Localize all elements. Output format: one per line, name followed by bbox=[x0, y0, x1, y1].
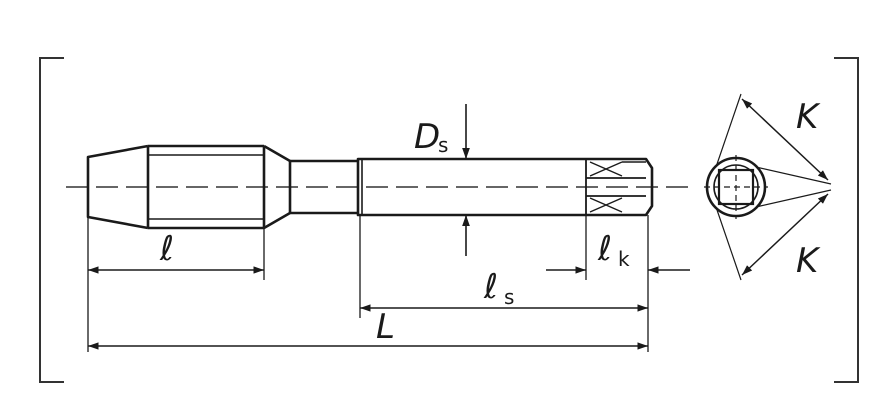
label-ds-subscript: s bbox=[438, 133, 448, 157]
k-extension-lower-right bbox=[755, 189, 832, 208]
square-drive-hatch bbox=[589, 161, 646, 213]
label-l: ℓ bbox=[159, 229, 174, 269]
neck-taper bbox=[263, 144, 291, 230]
k-extension-lower-left bbox=[715, 206, 742, 281]
tap-body bbox=[86, 144, 654, 230]
label-lk: ℓ bbox=[597, 229, 612, 269]
thread-root-lines bbox=[148, 154, 264, 220]
dim-k-bottom bbox=[741, 193, 829, 276]
thread-section bbox=[146, 144, 266, 230]
shank-section bbox=[356, 157, 654, 217]
label-ls-subscript: s bbox=[504, 285, 514, 309]
label-ds: D bbox=[414, 117, 440, 157]
label-L: L bbox=[376, 307, 395, 347]
neck-section bbox=[288, 159, 358, 215]
dim-k-top bbox=[741, 98, 829, 181]
label-ls: ℓ bbox=[483, 267, 498, 307]
extension-lines bbox=[87, 215, 649, 352]
label-lk-subscript: k bbox=[618, 247, 630, 271]
chamfer-section bbox=[86, 144, 149, 230]
square-drive bbox=[585, 159, 646, 215]
right-bracket bbox=[834, 57, 859, 383]
label-k-bottom: K bbox=[796, 241, 821, 281]
k-extension-upper-left bbox=[715, 93, 742, 168]
k-extension-upper-right bbox=[755, 166, 832, 185]
label-k-top: K bbox=[796, 97, 821, 137]
left-bracket bbox=[39, 57, 64, 383]
